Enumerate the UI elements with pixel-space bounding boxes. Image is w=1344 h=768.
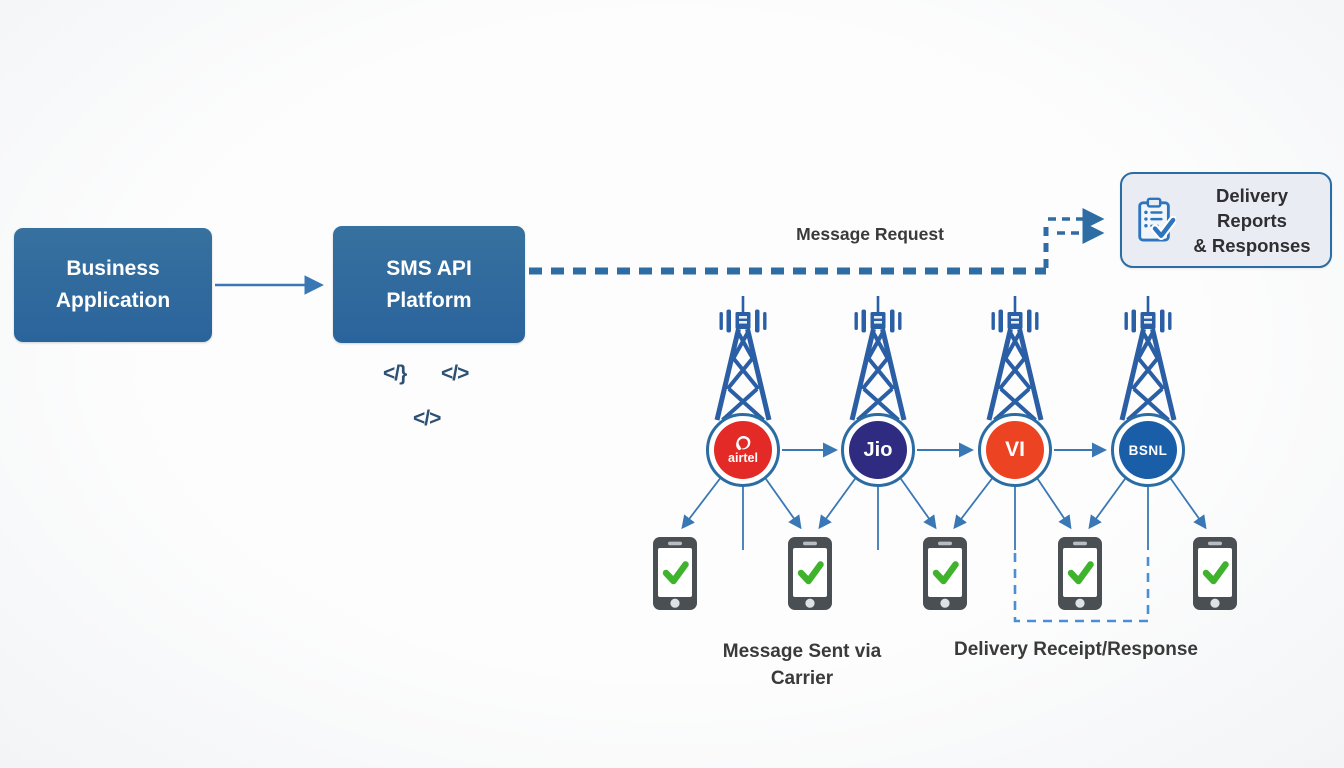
clipboard-check-icon: [1138, 197, 1176, 242]
cell-tower-icon: [852, 296, 904, 420]
smartphone-check-icon: [788, 537, 832, 610]
smartphone-check-icon: [1193, 537, 1237, 610]
smartphone-check-icon: [1058, 537, 1102, 610]
message-request-label: Message Request: [796, 224, 944, 244]
cell-tower-icon: [1122, 296, 1174, 420]
airtel-swirl-icon: [736, 436, 751, 451]
code-brackets-icon: </>: [413, 407, 441, 430]
business-application-label-line1: Business: [66, 257, 160, 280]
code-brackets-icon: </>: [441, 362, 469, 385]
carrier-label-airtel: airtel: [728, 451, 758, 465]
business-application-node: Business Application: [14, 228, 212, 342]
delivery-receipt-response-label: Delivery Receipt/Response: [954, 639, 1198, 660]
cell-tower-icon: [717, 296, 769, 420]
carrier-badge-vi: VI: [978, 413, 1052, 487]
carrier-label-jio: Jio: [863, 438, 893, 461]
carrier-label-bsnl: BSNL: [1128, 442, 1168, 458]
business-application-label-line2: Application: [55, 289, 171, 312]
cell-tower-icon: [989, 296, 1041, 420]
code-brackets-icon: </}: [383, 362, 407, 385]
message-sent-via-carrier-label: Message Sent via Carrier: [722, 641, 882, 689]
sms-api-label-line2: Platform: [386, 288, 472, 312]
carrier-to-phone-arrows: [681, 471, 1207, 550]
sms-api-label-line1: SMS API: [386, 256, 472, 280]
sms-api-platform-node: SMS API Platform: [333, 226, 525, 343]
carrier-label-vi: VI: [1005, 438, 1025, 461]
delivery-reports-label: Delivery Reports & Responses: [1193, 184, 1311, 256]
carrier-badge-bsnl: BSNL: [1111, 413, 1185, 487]
dashed-delivery-receipt-path: [1013, 553, 1150, 623]
smartphone-check-icon: [923, 537, 967, 610]
carrier-badge-airtel: airtel: [706, 413, 780, 487]
delivery-reports-node: Delivery Reports & Responses: [1120, 172, 1332, 268]
smartphone-check-icon: [653, 537, 697, 610]
carrier-badge-jio: Jio: [841, 413, 915, 487]
